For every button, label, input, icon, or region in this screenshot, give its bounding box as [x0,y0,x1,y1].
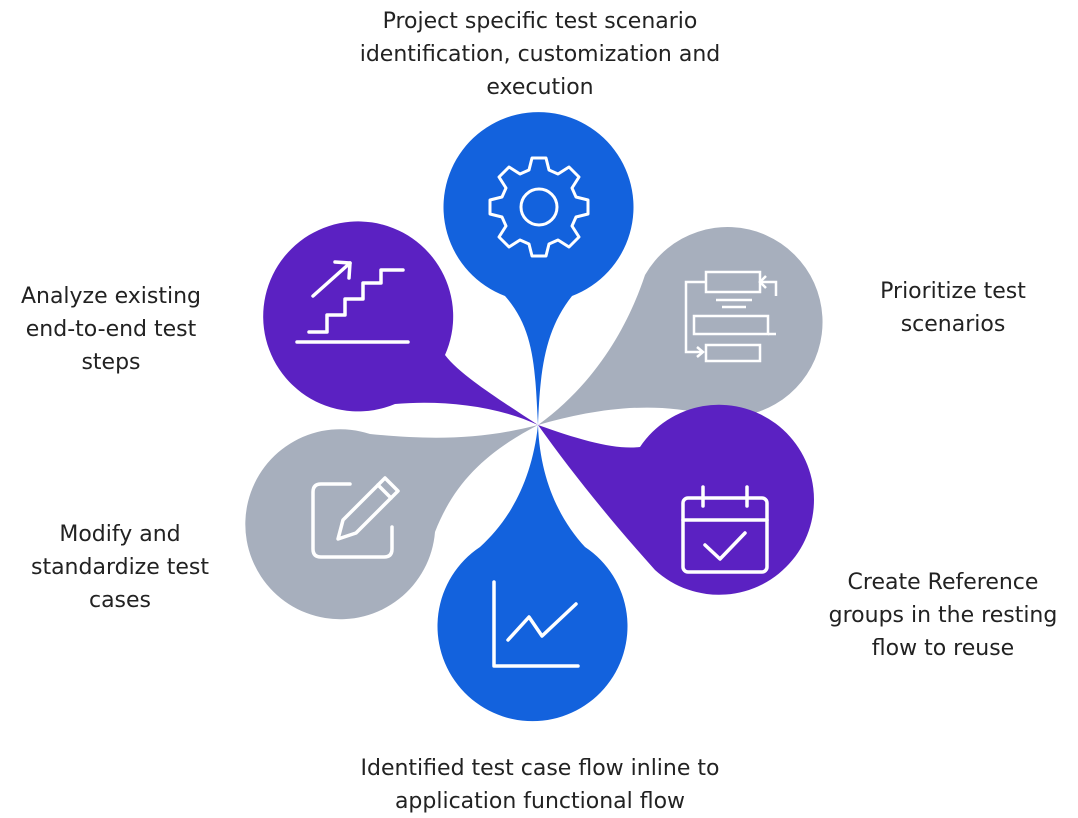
label-lower-right: Create Reference groups in the resting f… [808,566,1078,665]
calendar-check-icon [681,485,769,574]
label-line: identification, customization and [359,42,721,67]
label-line: standardize test [30,555,210,580]
label-top: Project specific test scenario identific… [340,5,740,104]
edit-icon [311,476,400,559]
label-line: steps [81,350,141,375]
label-line: scenarios [900,312,1006,337]
petal-lower-left [245,425,539,620]
label-line: execution [486,75,594,100]
label-line: Analyze existing [20,284,202,309]
stairs-arrow-icon [295,260,410,344]
gear-icon [488,156,590,258]
label-line: application functional flow [394,789,686,814]
petal-lower-right [538,404,814,595]
label-line: cases [88,588,152,613]
petal-bottom [437,425,628,722]
flowchart-icon [684,270,778,363]
label-line: Prioritize test [880,279,1026,304]
petal-top [443,112,634,426]
label-line: Identified test case flow inline to [360,756,720,781]
petal-upper-right [538,227,823,425]
label-line: Project specific test scenario [382,9,698,34]
label-line: Create Reference [847,570,1039,595]
label-line: Modify and [59,522,181,547]
label-lower-left: Modify and standardize test cases [5,518,235,617]
label-line: groups in the resting [828,603,1058,628]
label-line: end-to-end test [25,317,197,342]
label-upper-right: Prioritize test scenarios [848,275,1058,341]
line-chart-icon [492,580,580,668]
label-upper-left: Analyze existing end-to-end test steps [0,280,222,379]
label-bottom: Identified test case flow inline to appl… [310,752,770,818]
label-line: flow to reuse [871,636,1015,661]
petal-upper-left [263,221,538,425]
